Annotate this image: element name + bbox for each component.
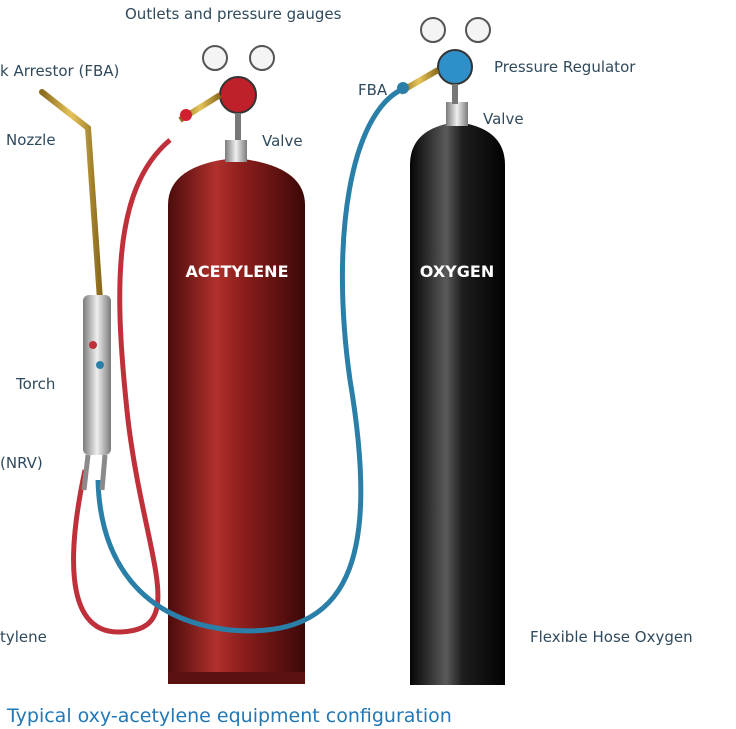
label-fba-left: k Arrestor (FBA) bbox=[0, 62, 119, 80]
torch-blue-knob bbox=[96, 361, 104, 369]
regulator-icon bbox=[437, 49, 473, 85]
blue-hose bbox=[95, 85, 406, 634]
label-valve-right: Valve bbox=[483, 110, 524, 128]
oxygen-cylinder bbox=[410, 102, 505, 685]
fba-left-icon bbox=[180, 109, 192, 121]
label-valve-left: Valve bbox=[262, 132, 303, 150]
red-hose bbox=[71, 138, 172, 635]
oxygen-cylinder-label: OXYGEN bbox=[420, 262, 494, 281]
label-nozzle: Nozzle bbox=[6, 131, 56, 149]
gauge-icon bbox=[420, 17, 446, 43]
gauge-icon bbox=[202, 45, 228, 71]
acetylene-cylinder-label: ACETYLENE bbox=[186, 262, 289, 281]
fba-right-icon bbox=[397, 82, 409, 94]
nozzle bbox=[39, 89, 103, 303]
oxygen-regulator bbox=[397, 17, 491, 104]
regulator-icon bbox=[219, 76, 257, 114]
acetylene-cylinder bbox=[168, 140, 305, 684]
gauge-icon bbox=[465, 17, 491, 43]
label-nrv: (NRV) bbox=[0, 454, 43, 472]
label-hose-acetylene: tylene bbox=[0, 628, 47, 646]
label-outlets-gauges: Outlets and pressure gauges bbox=[125, 5, 342, 23]
label-torch: Torch bbox=[15, 375, 55, 393]
torch-red-knob bbox=[89, 341, 97, 349]
torch bbox=[39, 89, 111, 491]
label-pressure-regulator: Pressure Regulator bbox=[494, 58, 636, 76]
gauge-icon bbox=[249, 45, 275, 71]
torch-handle bbox=[83, 295, 111, 455]
acetylene-regulator bbox=[178, 45, 275, 140]
nrv-fittings bbox=[81, 454, 108, 491]
figure-caption: Typical oxy-acetylene equipment configur… bbox=[6, 705, 452, 727]
label-hose-oxygen: Flexible Hose Oxygen bbox=[530, 628, 693, 646]
acetylene-valve bbox=[225, 140, 247, 162]
oxygen-valve bbox=[446, 102, 468, 126]
label-fba-right: FBA bbox=[358, 81, 388, 99]
